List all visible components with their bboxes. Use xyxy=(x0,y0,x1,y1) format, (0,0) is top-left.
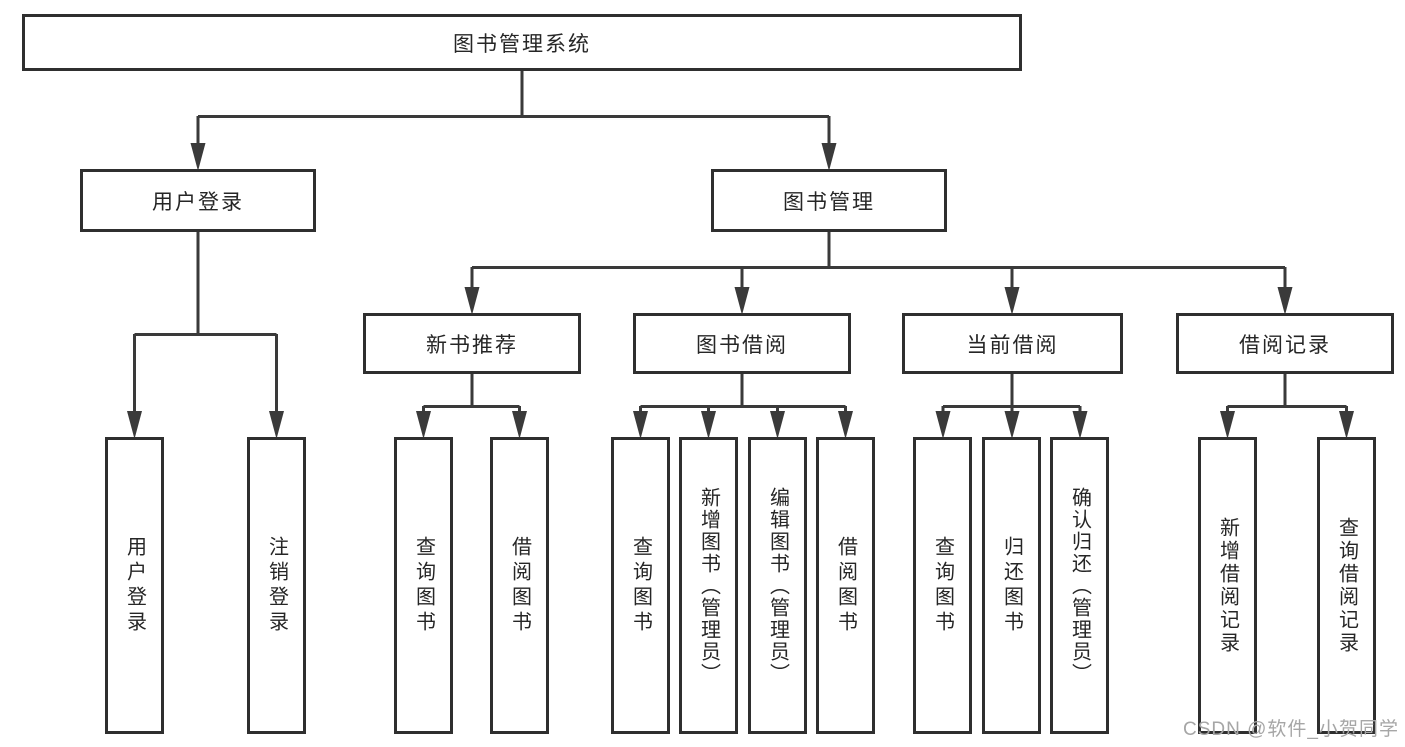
node-edit-books-admin: 编辑图书（管理员） xyxy=(748,437,807,734)
node-confirm-return-admin: 确认归还（管理员） xyxy=(1050,437,1109,734)
node-return-books: 归还图书 xyxy=(982,437,1041,734)
node-book-management: 图书管理 xyxy=(711,169,947,232)
node-query-books-recommend: 查询图书 xyxy=(394,437,453,734)
node-borrow-books-recommend: 借阅图书 xyxy=(490,437,549,734)
node-current-borrowing: 当前借阅 xyxy=(902,313,1123,374)
node-add-borrow-record: 新增借阅记录 xyxy=(1198,437,1257,734)
node-query-books-borrowing: 查询图书 xyxy=(611,437,670,734)
node-add-books-admin: 新增图书（管理员） xyxy=(679,437,738,734)
node-query-borrow-record: 查询借阅记录 xyxy=(1317,437,1376,734)
node-query-books-current: 查询图书 xyxy=(913,437,972,734)
node-book-borrowing: 图书借阅 xyxy=(633,313,851,374)
node-user-login: 用户登录 xyxy=(80,169,316,232)
csdn-watermark: CSDN @软件_小贺同学 xyxy=(1183,719,1399,740)
node-user-login-leaf: 用户登录 xyxy=(105,437,164,734)
node-logout: 注销登录 xyxy=(247,437,306,734)
node-borrow-records: 借阅记录 xyxy=(1176,313,1394,374)
node-borrow-books-borrowing: 借阅图书 xyxy=(816,437,875,734)
node-library-system-root: 图书管理系统 xyxy=(22,14,1022,71)
node-new-book-recommend: 新书推荐 xyxy=(363,313,581,374)
